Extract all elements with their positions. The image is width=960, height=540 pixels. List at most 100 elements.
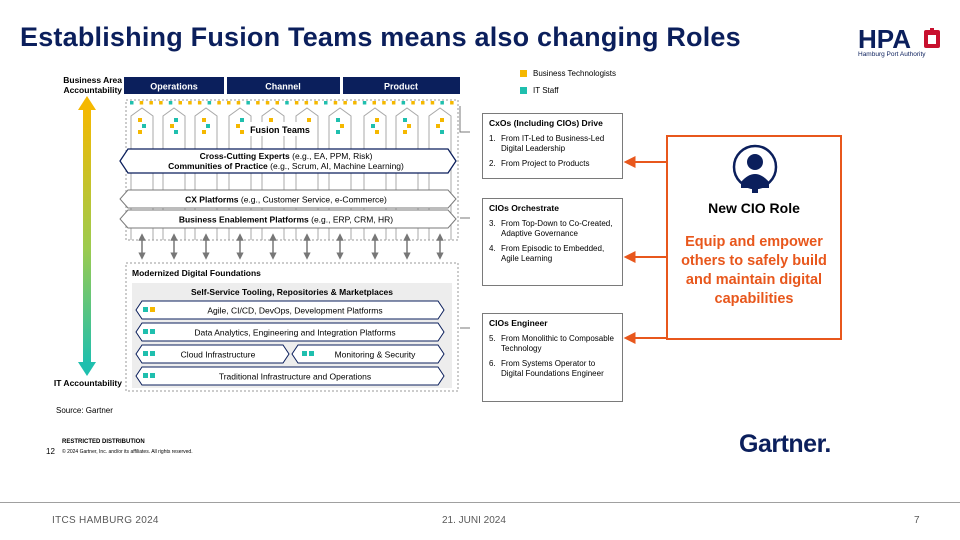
axis-top-label: Business Area Accountability: [63, 75, 122, 95]
panel-item: 4.From Episodic to Embedded, Agile Learn…: [489, 244, 605, 263]
team-member-dot: [440, 130, 444, 134]
fusion-teams-diagram: Operations Channel Product Fusion Teams …: [78, 77, 470, 392]
team-member-dot: [269, 118, 273, 122]
cx-platforms-band: [119, 189, 457, 209]
team-member-dot: [285, 101, 289, 105]
team-member-dot: [403, 130, 407, 134]
team-member-dot: [174, 130, 178, 134]
panel-item: 5.From Monolithic to Composable Technolo…: [489, 334, 614, 353]
legend-label-business: Business Technologists: [533, 69, 617, 78]
fusion-label-bg: [245, 122, 315, 136]
bracket-cxo-connector: [459, 106, 470, 133]
column-header-product: [343, 77, 460, 94]
team-member-dot: [174, 118, 178, 122]
team-member-dot: [168, 101, 173, 105]
hpa-logo: HPA: [858, 26, 940, 54]
business-platforms-label: Business Enablement Platforms (e.g., ERP…: [179, 215, 393, 225]
team-member-dot: [178, 101, 182, 105]
team-member-dot: [307, 118, 311, 122]
platform-item-data: Data Analytics, Engineering and Integrat…: [135, 322, 445, 342]
team-member-dot: [440, 118, 444, 122]
team-member-dot: [430, 101, 435, 105]
team-member-dot: [362, 101, 367, 105]
platform-label-data: Data Analytics, Engineering and Integrat…: [194, 328, 395, 338]
gartner-page-number: 12: [46, 447, 55, 456]
cross-cutting-line1: Cross-Cutting Experts (e.g., EA, PPM, Ri…: [200, 151, 373, 161]
team-member-dot: [371, 124, 375, 128]
platform-item-cloud: Cloud Infrastructure: [135, 344, 290, 364]
team-member-dot: [401, 101, 406, 105]
team-member-dot: [304, 101, 309, 105]
team-member-dot: [138, 130, 142, 134]
team-member-dot: [130, 101, 134, 105]
legend-swatch-business: [520, 70, 527, 77]
platform-item-agile: Agile, CI/CD, DevOps, Development Platfo…: [135, 300, 445, 320]
platform-label-agile: Agile, CI/CD, DevOps, Development Platfo…: [207, 306, 382, 316]
axis-bottom-label: IT Accountability: [53, 378, 122, 388]
team-member-dot: [407, 124, 411, 128]
column-header-channel: [227, 77, 340, 94]
team-member-dot: [227, 101, 231, 105]
platform-item-monitoring: Monitoring & Security: [291, 344, 445, 364]
team-member-dot: [240, 130, 244, 134]
cross-cutting-band: [119, 148, 457, 174]
cio-person-icon: [732, 144, 778, 193]
team-member-dot: [265, 101, 270, 105]
team-member-dot: [236, 124, 240, 128]
hpa-logo-subtitle: Hamburg Port Authority: [858, 51, 926, 58]
self-service-title: Self-Service Tooling, Repositories & Mar…: [191, 287, 393, 297]
team-member-dot: [197, 101, 202, 105]
team-member-dot: [206, 124, 210, 128]
copyright-note: © 2024 Gartner, Inc. and/or its affiliat…: [62, 449, 193, 455]
team-member-dot: [314, 101, 318, 105]
team-member-dot: [340, 124, 344, 128]
connector-arrows: [138, 233, 444, 260]
team-member-dot: [391, 101, 396, 105]
team-member-dot: [333, 101, 338, 105]
platform-label-cloud: Cloud Infrastructure: [181, 350, 256, 360]
team-member-dot: [217, 101, 221, 105]
panel-item: 2.From Project to Products: [489, 159, 590, 168]
team-member-dot: [336, 130, 340, 134]
panel-title: CIOs Orchestrate: [489, 203, 559, 213]
team-member-dot: [159, 101, 163, 105]
panel-item: 1.From IT-Led to Business-Led Digital Le…: [489, 134, 605, 153]
team-member-dot: [149, 101, 153, 105]
team-member-dot: [324, 101, 328, 105]
team-member-dot: [411, 101, 415, 105]
source-note: Source: Gartner: [56, 406, 113, 415]
platform-label-traditional: Traditional Infrastructure and Operation…: [219, 372, 371, 382]
column-label-channel: Channel: [265, 82, 301, 92]
team-member-dot: [236, 101, 241, 105]
column-label-product: Product: [384, 82, 418, 92]
restricted-label: RESTRICTED DISTRIBUTION: [62, 439, 145, 445]
team-member-dot: [188, 101, 192, 105]
gartner-logo: Gartner.: [739, 430, 831, 458]
team-member-dot: [375, 118, 379, 122]
team-member-dot: [343, 101, 347, 105]
team-member-dot: [138, 118, 142, 122]
team-member-dot: [275, 101, 279, 105]
hamburg-crest-icon: [924, 28, 940, 48]
footer-date: 21. JUNI 2024: [442, 515, 506, 526]
foundations-container: [125, 262, 459, 392]
panel-cios-engineer: CIOs Engineer 5.From Monolithic to Compo…: [482, 313, 623, 402]
accountability-axis: [78, 96, 96, 376]
team-member-dot: [202, 130, 206, 134]
team-member-dot: [436, 124, 440, 128]
team-member-dot: [403, 118, 407, 122]
panel-item: 3.From Top-Down to Co-Created, Adaptive …: [489, 219, 613, 238]
panel-item: 6.From Systems Operator to Digital Found…: [489, 359, 604, 378]
platform-item-traditional: Traditional Infrastructure and Operation…: [135, 366, 445, 386]
legend-swatch-it: [520, 87, 527, 94]
panel-cios-orchestrate: CIOs Orchestrate 3.From Top-Down to Co-C…: [482, 198, 623, 286]
team-member-dot: [294, 101, 299, 105]
panel-title: CIOs Engineer: [489, 318, 548, 328]
legend-label-it: IT Staff: [533, 86, 559, 95]
foundations-title: Modernized Digital Foundations: [132, 268, 261, 278]
team-member-dot: [421, 101, 425, 105]
team-member-dot: [372, 101, 376, 105]
team-member-dot: [382, 101, 386, 105]
hpa-logo-text: HPA: [858, 26, 911, 54]
team-member-dot: [139, 101, 144, 105]
